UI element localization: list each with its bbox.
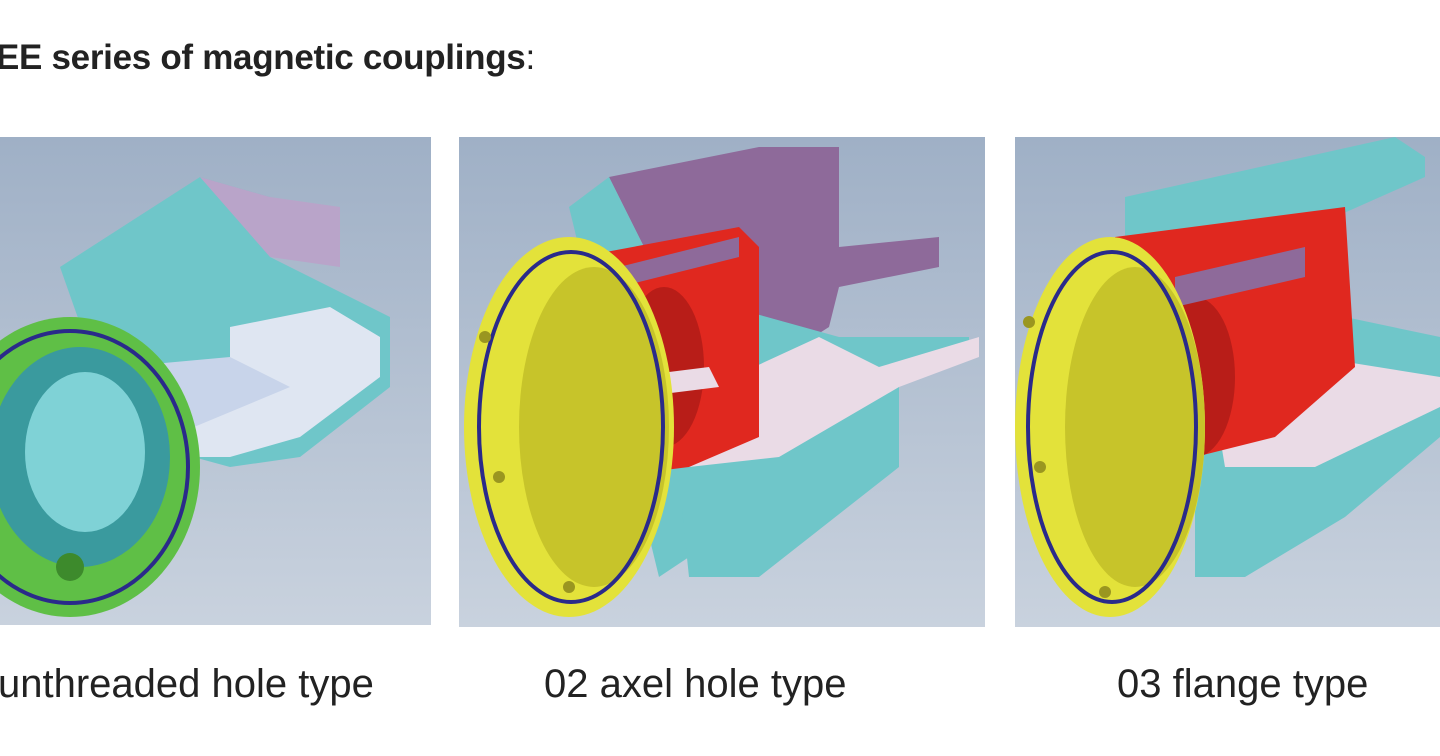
figure-flange-image [1015,137,1440,627]
figure-axel-hole-image [459,137,985,627]
heading-text: EE series of magnetic couplings [0,38,526,77]
page-heading: EE series of magnetic couplings: [0,38,535,78]
heading-colon: : [525,38,535,77]
figure-unthreaded-hole-image [0,137,431,625]
figure-caption-unthreaded: unthreaded hole type [0,662,374,706]
figure-caption-axel-hole: 02 axel hole type [544,662,847,706]
figure-caption-flange: 03 flange type [1117,662,1369,706]
